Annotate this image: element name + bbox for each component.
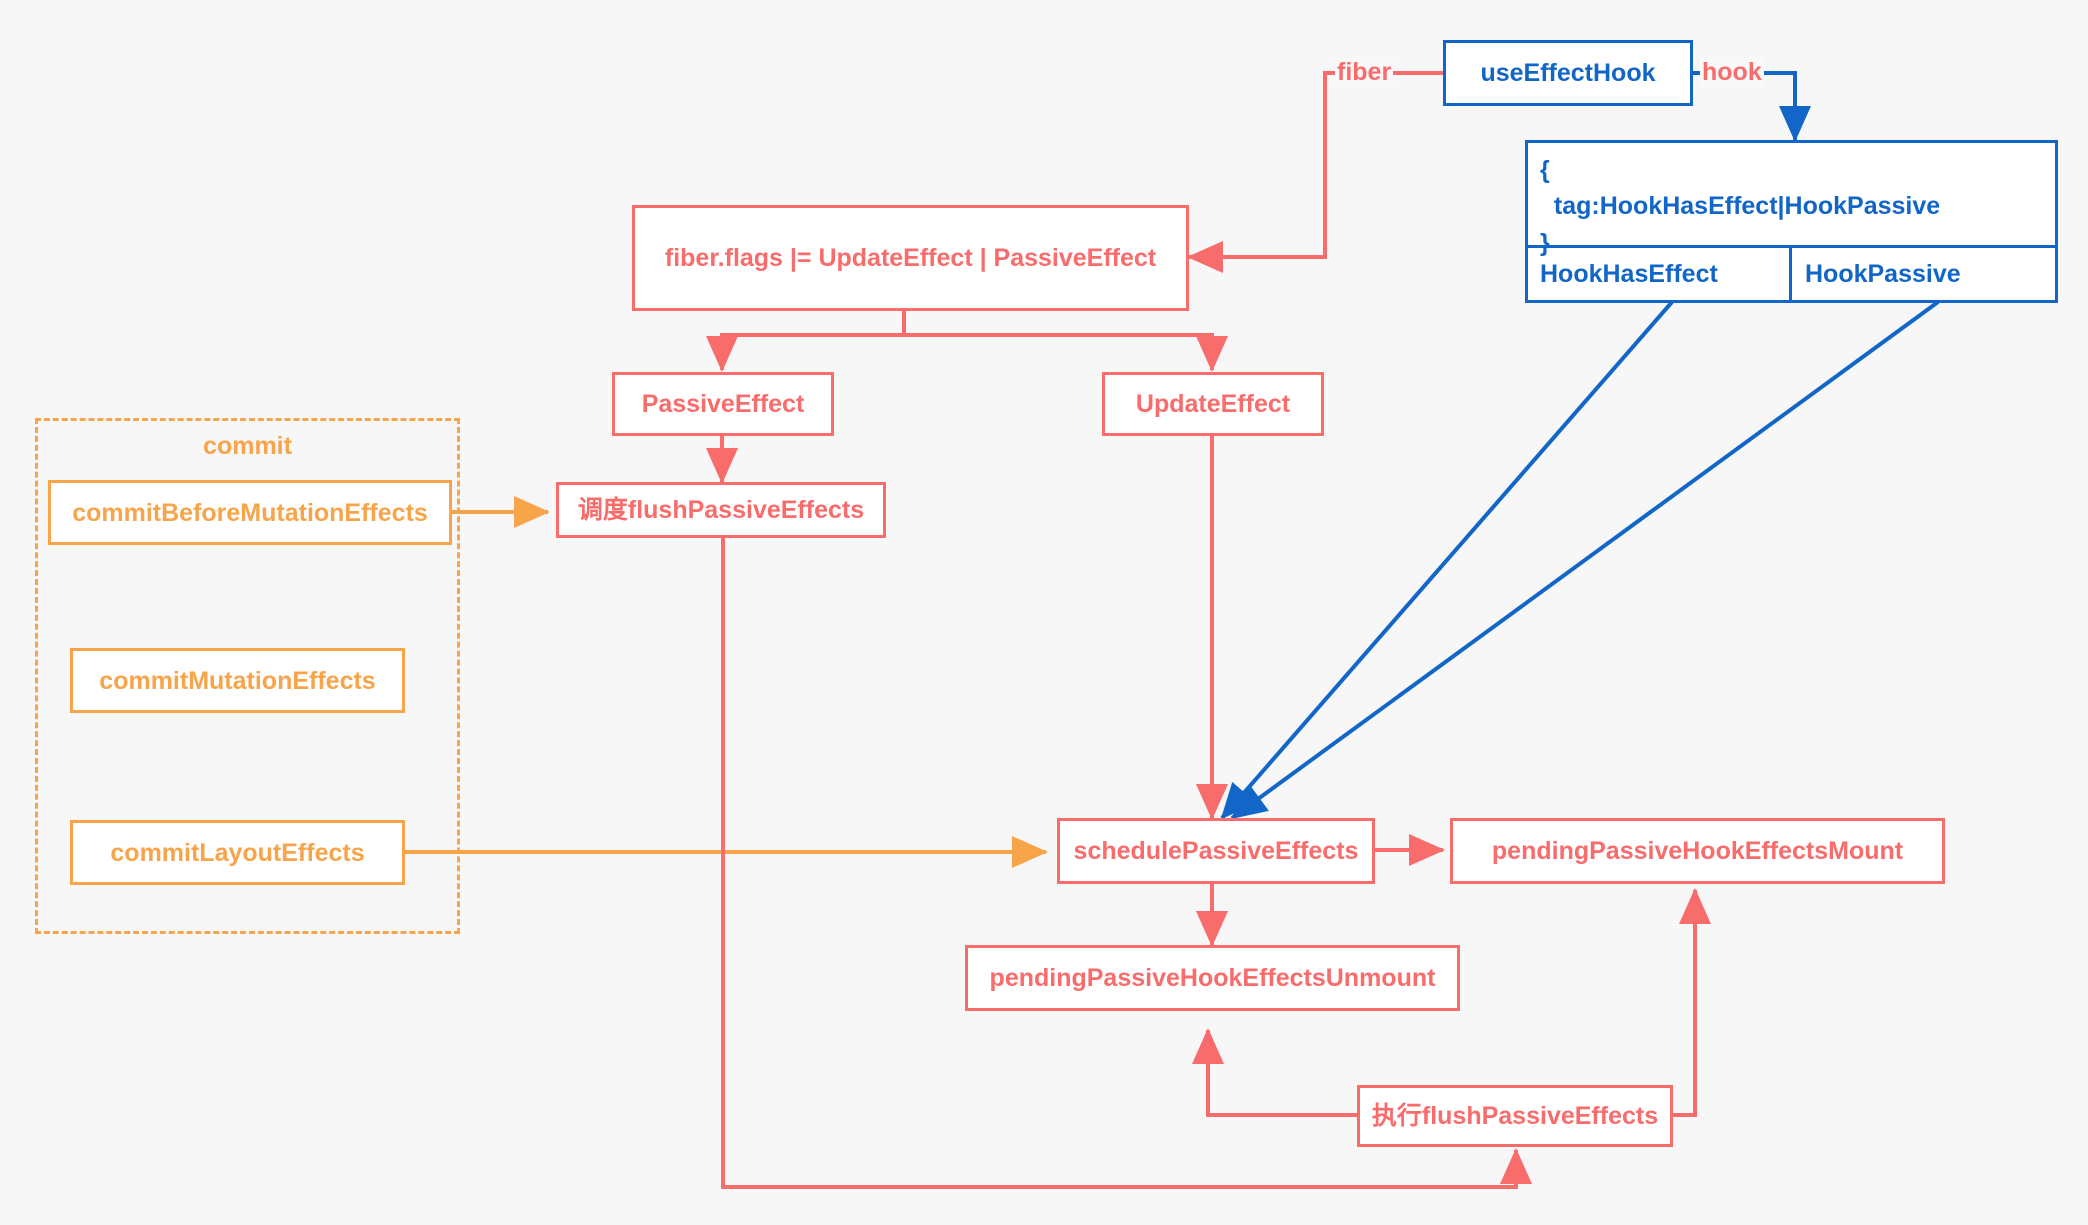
hook-struct-cell-hookpassive[interactable]: HookPassive <box>1805 259 1961 288</box>
node-pending-passive-hook-effects-unmount[interactable]: pendingPassiveHookEffectsUnmount <box>965 945 1460 1011</box>
node-commit-mutation-effects[interactable]: commitMutationEffects <box>70 648 405 713</box>
node-use-effect-hook[interactable]: useEffectHook <box>1443 40 1693 106</box>
node-pending-passive-hook-effects-mount[interactable]: pendingPassiveHookEffectsMount <box>1450 818 1945 884</box>
commit-group-title: commit <box>203 432 292 460</box>
node-commit-before-mutation-effects[interactable]: commitBeforeMutationEffects <box>48 480 452 545</box>
node-schedule-passive-effects[interactable]: schedulePassiveEffects <box>1057 818 1375 884</box>
edge-label-fiber: fiber <box>1335 58 1394 87</box>
node-passive-effect[interactable]: PassiveEffect <box>612 372 834 436</box>
node-fiber-flags[interactable]: fiber.flags |= UpdateEffect | PassiveEff… <box>632 205 1189 311</box>
node-commit-layout-effects[interactable]: commitLayoutEffects <box>70 820 405 885</box>
node-update-effect[interactable]: UpdateEffect <box>1102 372 1324 436</box>
hook-struct-cell-hookhaseffect[interactable]: HookHasEffect <box>1540 259 1718 288</box>
hook-struct-body: { tag:HookHasEffect|HookPassive } <box>1540 156 1941 257</box>
commit-group-box <box>35 418 460 934</box>
edge-flags-fork <box>706 311 1228 372</box>
edge-hookpassive-to-schedule <box>1230 300 1940 820</box>
edge-execute-to-unmount <box>1192 1028 1357 1117</box>
edge-label-hook: hook <box>1700 58 1764 87</box>
edge-fiber <box>1187 71 1443 273</box>
node-schedule-flush-passive-effects[interactable]: 调度flushPassiveEffects <box>556 482 886 538</box>
hook-struct-vertical-divider <box>1789 245 1792 303</box>
node-execute-flush-passive-effects[interactable]: 执行flushPassiveEffects <box>1357 1085 1673 1147</box>
edge-execute-to-mount <box>1673 888 1711 1117</box>
